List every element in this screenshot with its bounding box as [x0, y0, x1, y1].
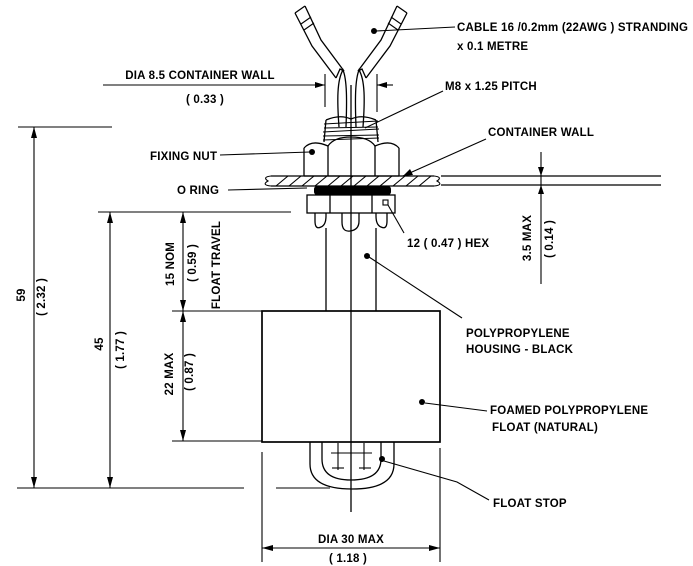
stem-diameter-dimension: DIA 8.5 CONTAINER WALL ( 0.33 )	[103, 70, 393, 112]
cable-right	[357, 5, 408, 79]
float-travel-dimension: 15 NOM ( 0.59 ) FLOAT TRAVEL	[165, 212, 223, 311]
wall-thickness-dimension: 3.5 MAX ( 0.14 )	[522, 152, 556, 284]
hex-callout: 12 ( 0.47 ) HEX	[382, 199, 489, 250]
o-ring-label: O RING	[177, 185, 219, 197]
float-body	[261, 310, 441, 443]
housing-label-line2: HOUSING - BLACK	[466, 344, 574, 356]
float-diameter-dimension: DIA 30 MAX ( 1.18 )	[261, 448, 441, 565]
thread-callout: M8 x 1.25 PITCH	[364, 81, 537, 129]
cable-label-line1: CABLE 16 /0.2mm (22AWG ) STRANDING	[457, 22, 688, 34]
hex-body	[306, 194, 396, 214]
wire-entries	[337, 68, 365, 128]
submerged-length-value: 45	[94, 337, 106, 351]
float-height-dimension: 22 MAX ( 0.87 )	[164, 311, 196, 441]
stem-dia-inches: ( 0.33 )	[186, 94, 224, 106]
leader-dot	[309, 149, 315, 155]
extension-lines-left	[17, 126, 330, 489]
thread-section	[322, 116, 380, 143]
container-wall-callout: CONTAINER WALL	[402, 127, 594, 177]
float-stop-label: FLOAT STOP	[493, 498, 567, 510]
container-wall-label: CONTAINER WALL	[488, 127, 594, 139]
housing-callout: POLYPROPYLENE HOUSING - BLACK	[364, 253, 574, 356]
cable-label-line2: x 0.1 METRE	[457, 41, 528, 53]
wall-max-value: 3.5 MAX	[522, 215, 534, 261]
float-travel-inches: ( 0.59 )	[187, 244, 199, 282]
float-label-line2: FLOAT (NATURAL)	[492, 422, 598, 434]
float-stop-callout: FLOAT STOP	[379, 456, 567, 510]
float-height-inches: ( 0.87 )	[184, 353, 196, 391]
fixing-nut-callout: FIXING NUT	[150, 149, 315, 163]
leader-dot	[379, 456, 385, 462]
snap-prongs	[314, 213, 388, 232]
cable-callout: CABLE 16 /0.2mm (22AWG ) STRANDING x 0.1…	[371, 22, 688, 53]
stem	[325, 228, 377, 311]
leader-anchor-square	[382, 199, 389, 206]
float-travel-label: FLOAT TRAVEL	[211, 221, 223, 309]
submerged-length-dimension: 45 ( 1.77 )	[94, 212, 127, 488]
leader-dot	[371, 28, 377, 34]
container-wall-right-section	[441, 175, 661, 186]
overall-length-dimension: 59 ( 2.32 )	[16, 127, 48, 488]
fixing-nut-label: FIXING NUT	[150, 151, 217, 163]
submerged-length-inches: ( 1.77 )	[115, 331, 127, 369]
overall-length-inches: ( 2.32 )	[36, 278, 48, 316]
float-callout: FOAMED POLYPROPYLENE FLOAT (NATURAL)	[419, 399, 648, 434]
thread-pitch-label: M8 x 1.25 PITCH	[445, 81, 537, 93]
leader-dot	[364, 253, 370, 259]
stem-dia-label: DIA 8.5 CONTAINER WALL	[125, 70, 274, 82]
housing-label-line1: POLYPROPYLENE	[466, 328, 570, 340]
wall-max-inches: ( 0.14 )	[544, 220, 556, 258]
float-label-line1: FOAMED POLYPROPYLENE	[490, 405, 648, 417]
leader-dot	[419, 399, 425, 405]
cable-left	[294, 5, 345, 79]
overall-length-value: 59	[16, 288, 28, 301]
float-dia-inches: ( 1.18 )	[329, 553, 367, 565]
float-travel-value: 15 NOM	[165, 242, 177, 286]
o-ring-callout: O RING	[177, 185, 308, 197]
o-ring-shape	[314, 186, 391, 195]
float-height-value: 22 MAX	[164, 353, 176, 396]
float-dia-value: DIA 30 MAX	[318, 534, 384, 546]
container-wall-hatch	[264, 175, 441, 187]
hex-size-label: 12 ( 0.47 ) HEX	[407, 238, 489, 250]
float-stop-shape	[309, 442, 395, 490]
